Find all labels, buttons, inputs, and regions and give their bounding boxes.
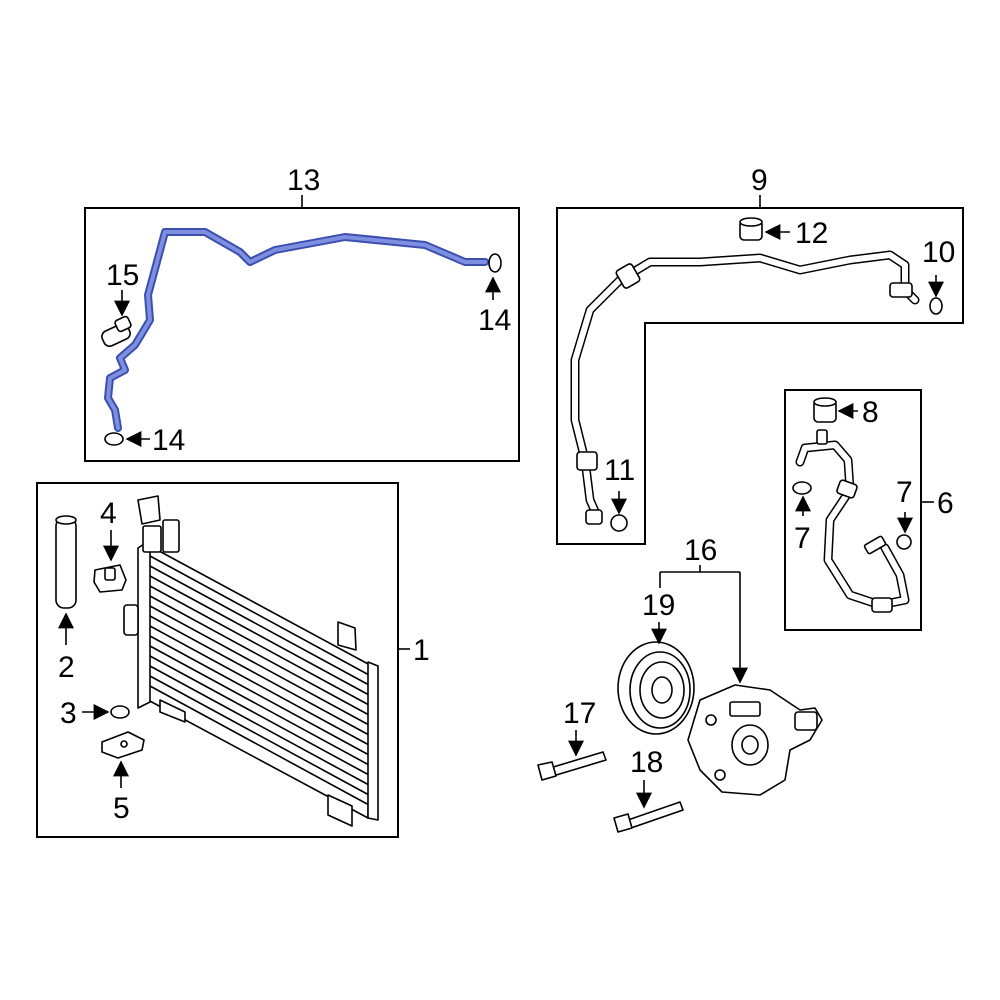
service-valve-15[interactable] [100,315,132,349]
group-9-suction-hose: 9 12 10 11 [556,164,964,545]
label-17[interactable]: 17 [563,697,596,730]
suction-hose[interactable] [570,250,920,525]
receiver-drier-2[interactable] [55,515,77,609]
label-15[interactable]: 15 [106,259,139,292]
label-9[interactable]: 9 [751,164,768,197]
label-14-left[interactable]: 14 [152,424,185,457]
bolt-18[interactable] [613,801,684,833]
o-ring-11[interactable] [610,514,628,532]
condenser-core[interactable] [123,495,379,827]
group-16-compressor: 16 19 17 [537,534,823,833]
label-3[interactable]: 3 [60,697,77,730]
label-10[interactable]: 10 [922,236,955,269]
clutch-pulley-19[interactable] [617,641,695,735]
label-5[interactable]: 5 [113,792,130,825]
o-ring-7-right[interactable] [896,534,912,550]
box-9 [556,207,964,545]
label-19[interactable]: 19 [642,589,675,622]
box-6 [784,389,922,631]
label-2[interactable]: 2 [58,651,75,684]
label-7-right[interactable]: 7 [896,476,913,509]
label-14-right[interactable]: 14 [478,304,511,337]
label-18[interactable]: 18 [630,746,663,779]
label-7-left[interactable]: 7 [794,522,811,555]
o-ring-10[interactable] [929,297,943,315]
compressor-body[interactable] [687,684,823,796]
o-ring-7-left[interactable] [792,481,812,495]
o-ring-3[interactable] [110,705,130,719]
o-ring-14-left[interactable] [104,432,124,446]
box-1 [36,482,399,838]
group-1-condenser: 1 2 4 3 [36,482,430,838]
liquid-line-pipe[interactable] [104,228,489,432]
cap-8[interactable] [813,397,837,423]
bolt-17[interactable] [537,751,607,781]
label-12[interactable]: 12 [795,217,828,250]
label-6[interactable]: 6 [937,487,954,520]
label-4[interactable]: 4 [100,497,117,530]
discharge-hose[interactable] [795,429,910,613]
o-ring-14-right[interactable] [488,253,502,273]
label-13[interactable]: 13 [287,164,320,197]
group-6-discharge-hose: 6 8 7 7 [784,389,954,631]
bracket-5[interactable] [101,731,145,759]
label-1[interactable]: 1 [413,634,430,667]
label-11[interactable]: 11 [604,454,635,487]
group-13-liquid-line: 13 15 14 14 [84,164,520,462]
bracket-4[interactable] [93,564,127,593]
label-8[interactable]: 8 [862,396,879,429]
cap-12[interactable] [739,217,763,241]
label-16[interactable]: 16 [684,534,717,567]
